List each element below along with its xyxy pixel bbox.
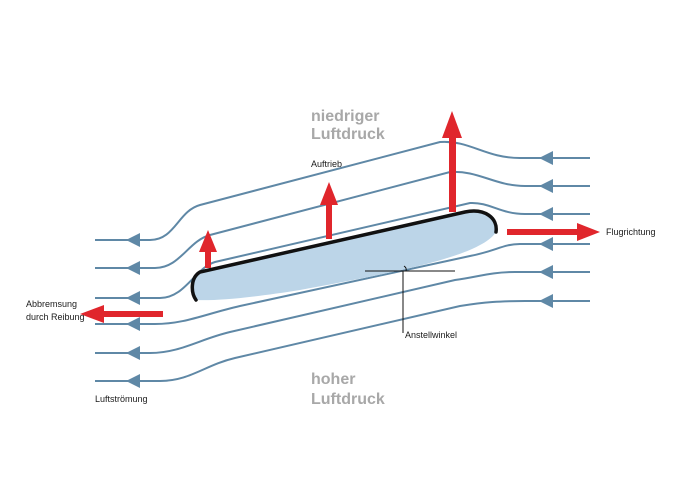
lift-arrow-small xyxy=(205,250,211,268)
flow-arrowhead xyxy=(126,261,140,275)
lift-arrow-medium xyxy=(326,203,332,239)
lift-arrows xyxy=(199,111,462,268)
flow-arrowhead xyxy=(539,237,553,251)
flight-direction-arrow xyxy=(507,223,600,241)
flow-arrowhead xyxy=(539,207,553,221)
streamline-arrowheads xyxy=(126,151,553,388)
drag-label-line2: durch Reibung xyxy=(26,312,85,322)
flow-arrowhead xyxy=(126,233,140,247)
lift-arrow-large-head xyxy=(442,111,462,138)
drag-arrow xyxy=(80,305,163,323)
streamline-1 xyxy=(95,140,590,241)
streamlines xyxy=(95,140,590,382)
low-pressure-label-line2: Luftdruck xyxy=(311,126,385,143)
drag-label-line1: Abbremsung xyxy=(26,299,77,309)
flow-arrowhead xyxy=(126,291,140,305)
wing-upper-outline xyxy=(190,209,498,302)
flow-arrowhead xyxy=(539,294,553,308)
angle-of-attack-label: Anstellwinkel xyxy=(405,330,457,340)
flow-arrowhead xyxy=(126,317,140,331)
wing-body xyxy=(192,211,497,301)
lift-label: Auftrieb xyxy=(311,159,342,169)
streamline-6 xyxy=(95,300,590,382)
flow-arrowhead xyxy=(539,265,553,279)
flow-arrowhead xyxy=(126,346,140,360)
angle-arc xyxy=(403,265,407,272)
lift-arrow-medium-head xyxy=(320,182,338,205)
lift-arrow-small-head xyxy=(199,230,217,252)
lift-arrow-large xyxy=(449,136,456,212)
low-pressure-label-line1: niedriger xyxy=(311,108,379,125)
airflow-label: Luftströmung xyxy=(95,394,148,404)
flow-arrowhead xyxy=(539,151,553,165)
flow-arrowhead xyxy=(539,179,553,193)
streamline-5 xyxy=(95,271,590,354)
flow-arrowhead xyxy=(126,374,140,388)
high-pressure-label-line1: hoher xyxy=(311,371,355,388)
high-pressure-label-line2: Luftdruck xyxy=(311,391,385,408)
streamline-3 xyxy=(95,201,590,299)
streamline-4 xyxy=(95,243,590,325)
wing xyxy=(190,209,498,302)
flight-direction-label: Flugrichtung xyxy=(606,227,656,237)
angle-of-attack-marker xyxy=(365,265,455,333)
